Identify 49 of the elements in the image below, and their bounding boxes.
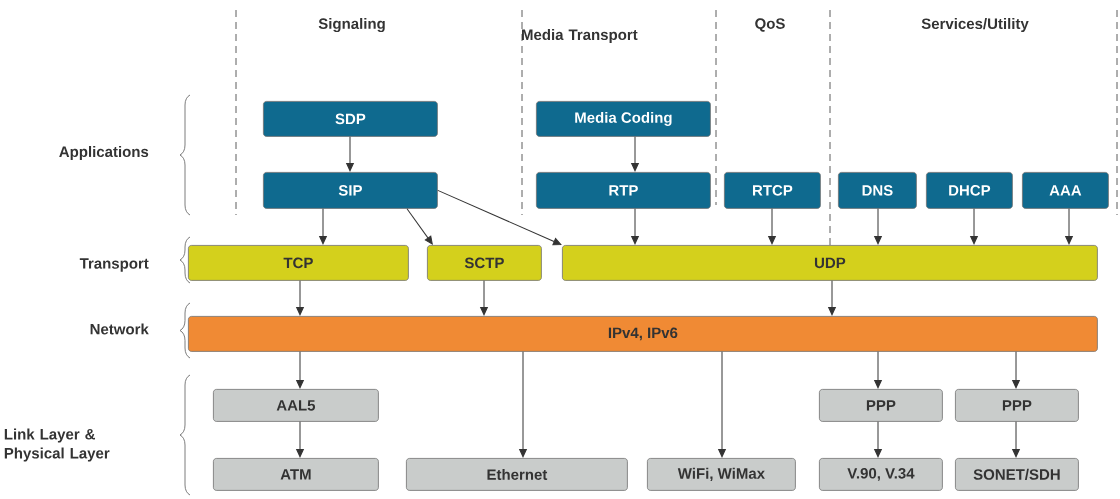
- arrow: [1012, 351, 1020, 389]
- column-heading: Media Transport: [522, 29, 638, 43]
- layer-label: Applications: [59, 146, 149, 160]
- transport-bar: UDP: [562, 245, 1098, 281]
- arrow: [296, 351, 304, 389]
- arrow: [970, 208, 978, 245]
- transport-bar: TCP: [188, 245, 409, 281]
- layer-label: Link Layer & Physical Layer: [4, 428, 110, 462]
- column-heading: QoS: [755, 18, 785, 32]
- arrow: [1012, 421, 1020, 458]
- protocol-box: AAA: [1022, 172, 1109, 209]
- arrow: [437, 189, 562, 246]
- link-box: ATM: [213, 458, 379, 491]
- layer-label: Network: [90, 323, 149, 335]
- arrow: [346, 136, 354, 172]
- link-box: Ethernet: [406, 458, 628, 491]
- column-heading: Signaling: [318, 18, 385, 33]
- link-box: PPP: [819, 389, 943, 422]
- arrow: [480, 280, 488, 316]
- network-bar: IPv4, IPv6: [188, 316, 1098, 352]
- layer-label: Transport: [79, 258, 149, 272]
- arrow: [874, 421, 882, 458]
- arrow: [406, 208, 433, 245]
- link-box: SONET/SDH: [955, 458, 1079, 491]
- protocol-box: DNS: [838, 172, 917, 209]
- arrow: [519, 351, 527, 458]
- arrow: [1065, 208, 1073, 245]
- arrow: [828, 280, 836, 316]
- arrow: [874, 208, 882, 245]
- protocol-box: SIP: [263, 172, 438, 209]
- column-heading: Services/Utility: [921, 18, 1029, 32]
- arrow: [296, 280, 304, 316]
- link-box: V.90, V.34: [819, 458, 943, 491]
- transport-bar: SCTP: [427, 245, 542, 281]
- protocol-box: DHCP: [926, 172, 1013, 209]
- protocol-box: RTP: [536, 172, 711, 209]
- arrow: [631, 136, 639, 172]
- protocol-box: SDP: [263, 101, 438, 137]
- arrow: [319, 208, 327, 245]
- protocol-box: Media Coding: [536, 101, 711, 137]
- arrow: [296, 421, 304, 458]
- arrow: [631, 208, 639, 245]
- link-box: AAL5: [213, 389, 379, 422]
- arrow: [718, 351, 726, 458]
- protocol-box: RTCP: [724, 172, 821, 209]
- link-box: PPP: [955, 389, 1079, 422]
- link-box: WiFi, WiMax: [647, 458, 796, 491]
- arrow: [768, 208, 776, 245]
- arrow: [874, 351, 882, 389]
